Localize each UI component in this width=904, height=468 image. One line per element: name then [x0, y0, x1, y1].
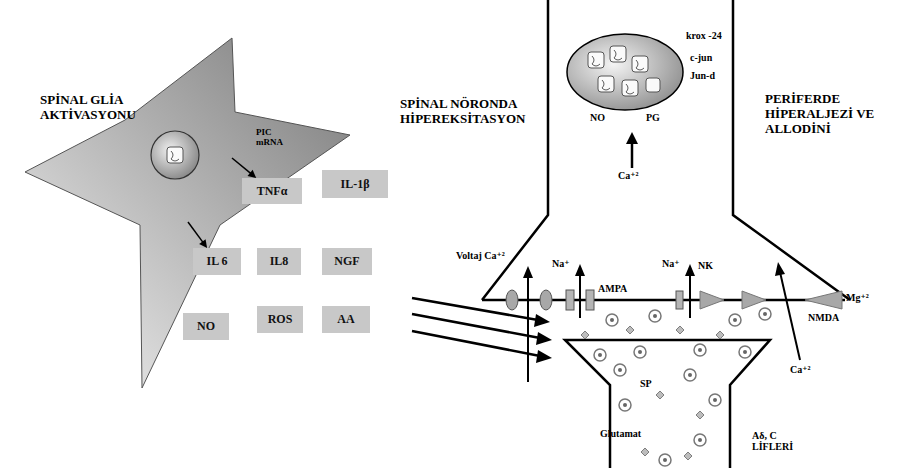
cytokine-box: IL 6	[193, 248, 241, 275]
cytokine-name: ROS	[268, 312, 293, 327]
channel-label: Voltaj Ca⁺²	[456, 250, 506, 261]
cytokine-name: NO	[197, 319, 215, 334]
receptor-label: AMPA	[598, 283, 627, 294]
ion-label: Na⁺	[552, 258, 570, 269]
cytokine-name: AA	[337, 312, 354, 327]
glia-cell-outline	[20, 30, 360, 395]
cell-label: PIC mRNA	[256, 128, 294, 148]
cytokine-name: TNFα	[257, 184, 288, 199]
transmitter-label: Glutamat	[600, 428, 641, 439]
mediator-label: PG	[646, 112, 660, 123]
transmitter-label: SP	[640, 378, 652, 389]
heading: SPİNAL GLİA AKTİVASYONU	[40, 93, 165, 123]
cytokine-box: IL8	[257, 248, 301, 275]
cytokine-name: NGF	[334, 254, 359, 269]
gene-label: c-jun	[690, 52, 712, 63]
cytokine-box: NO	[183, 313, 229, 340]
receptor-label: NMDA	[808, 312, 839, 323]
connector	[232, 158, 256, 178]
cytokine-box: ROS	[257, 306, 303, 333]
fiber-label: Aδ, C LİFLERİ	[752, 430, 812, 452]
cytokine-name: IL-1β	[341, 177, 370, 192]
ion-label: Ca⁺²	[618, 170, 639, 181]
ion-label: Mg⁺²	[846, 292, 869, 303]
heading: PERİFERDE HİPERALJEZİ VE ALLODİNİ	[765, 92, 877, 137]
glia-cell: PIC mRNA	[20, 30, 360, 395]
cytokine-box: IL-1β	[322, 170, 388, 198]
gene-label: Jun-d	[690, 70, 715, 81]
receptor-label: NK	[698, 260, 713, 271]
cytokine-box: AA	[322, 306, 370, 333]
cytokine-box: TNFα	[242, 178, 302, 204]
cytokine-name: IL8	[270, 254, 289, 269]
gene-label: krox -24	[686, 30, 722, 41]
cytokine-name: IL 6	[206, 254, 227, 269]
cytokine-box: NGF	[322, 248, 372, 275]
mediator-label: NO	[590, 112, 605, 123]
heading: SPİNAL NÖRONDA HİPEREKSİTASYON	[400, 97, 538, 127]
ion-label: Ca⁺²	[790, 364, 811, 375]
ion-label: Na⁺	[662, 258, 680, 269]
connector	[188, 222, 207, 248]
